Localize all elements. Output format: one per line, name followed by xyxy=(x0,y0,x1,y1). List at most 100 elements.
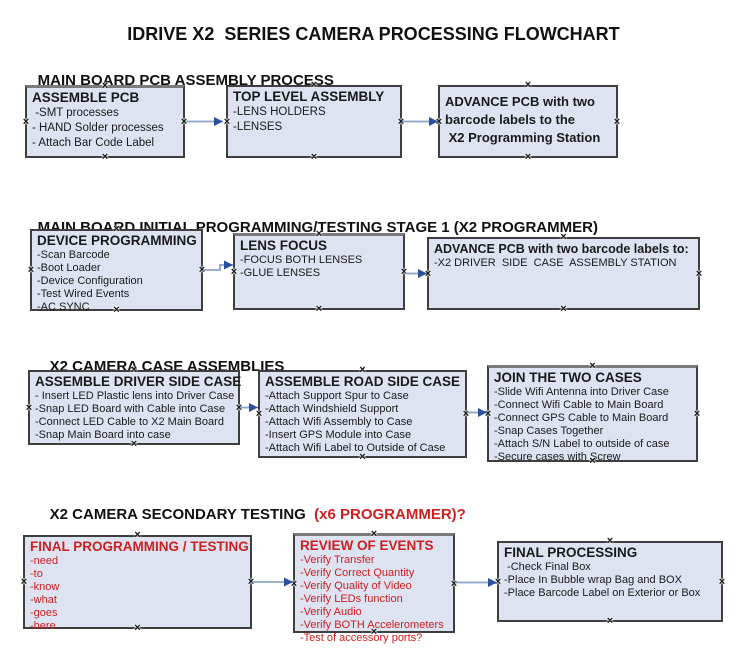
box-item: -need xyxy=(30,555,59,567)
box-review-of-events: REVIEW OF EVENTS -Verify Transfer-Verify… xyxy=(291,529,457,645)
connection-handle-icon: × xyxy=(435,115,443,128)
box-items: -X2 DRIVER SIDE CASE ASSEMBLY STATION xyxy=(434,257,694,270)
box-item: -Snap LED Board with Cable into Case xyxy=(35,403,226,415)
connection-handle-icon: × xyxy=(101,151,109,163)
box-title: REVIEW OF EVENTS xyxy=(300,538,434,553)
connection-handle-icon: × xyxy=(25,401,33,414)
box-title: DEVICE PROGRAMMING xyxy=(37,233,197,248)
box-title: ADVANCE PCB with two barcode labels to: xyxy=(434,242,689,256)
box-item: -Verify Quality of Video xyxy=(300,580,412,592)
connection-handle-icon: × xyxy=(424,267,432,280)
box-item: -Verify BOTH Accelerometers xyxy=(300,619,444,631)
connection-handle-icon: × xyxy=(397,115,405,128)
box-item: -Verify LEDs function xyxy=(300,593,403,605)
section-header-text: MAIN BOARD PCB ASSEMBLY PROCESS xyxy=(37,72,334,89)
box-item: -Attach Support Spur to Case xyxy=(265,390,409,402)
section-header-red-text: (x6 PROGRAMMER)? xyxy=(314,506,466,523)
box-item: -here xyxy=(30,620,56,632)
connection-handle-icon: × xyxy=(524,79,532,91)
box-item: -Place In Bubble wrap Bag and BOX xyxy=(504,574,682,586)
box-items: -Scan Barcode-Boot Loader-Device Configu… xyxy=(37,249,197,314)
box-item: -FOCUS BOTH LENSES xyxy=(240,254,363,266)
connection-handle-icon: × xyxy=(606,615,614,627)
connection-handle-icon: × xyxy=(524,151,532,163)
box-items: -SMT processes- HAND Solder processes- A… xyxy=(32,106,179,151)
box-item: -Test of accessory ports? xyxy=(300,632,423,644)
box-item: -to xyxy=(30,568,43,580)
page-title: IDRIVE X2 SERIES CAMERA PROCESSING FLOWC… xyxy=(127,24,620,44)
box-title: ASSEMBLE ROAD SIDE CASE xyxy=(265,374,461,389)
box-assemble-driver-side-case: ASSEMBLE DRIVER SIDE CASE - Insert LED P… xyxy=(26,365,242,450)
box-assemble-road-side-case: ASSEMBLE ROAD SIDE CASE -Attach Support … xyxy=(256,365,469,463)
connection-handle-icon: × xyxy=(494,575,502,588)
box-item: -Secure cases with Screw xyxy=(494,451,621,463)
box-item: -Attach Wifi Label to Outside of Case xyxy=(265,442,446,454)
connection-handle-icon: × xyxy=(484,408,492,420)
box-item: - Insert LED Plastic lens into Driver Ca… xyxy=(35,390,235,402)
connection-handle-icon: × xyxy=(235,401,243,414)
connection-handle-icon: × xyxy=(310,151,318,163)
box-items: ADVANCE PCB with two barcode labels to th… xyxy=(445,93,612,147)
box-item: -Check Final Box xyxy=(504,561,591,573)
section-header-pcb-assembly: MAIN BOARD PCB ASSEMBLY PROCESS xyxy=(21,55,334,106)
connection-handle-icon: × xyxy=(315,303,323,315)
connection-handle-icon: × xyxy=(462,408,470,420)
box-item: -LENSES xyxy=(233,121,283,133)
section-header-secondary-testing: X2 CAMERA SECONDARY TESTING (x6 PROGRAMM… xyxy=(33,489,466,540)
box-title: ASSEMBLE DRIVER SIDE CASE xyxy=(35,374,242,389)
box-items: -FOCUS BOTH LENSES-GLUE LENSES xyxy=(240,254,399,280)
box-title: JOIN THE TWO CASES xyxy=(494,370,642,385)
box-final-processing: FINAL PROCESSING -Check Final Box-Place … xyxy=(495,536,725,627)
box-item: -Verify Correct Quantity xyxy=(300,567,415,579)
box-assemble-pcb: ASSEMBLE PCB -SMT processes- HAND Solder… xyxy=(23,81,187,163)
box-item: -Attach Windshield Support xyxy=(265,403,399,415)
box-item: ADVANCE PCB with two xyxy=(445,94,595,109)
box-item: -Attach S/N Label to outside of case xyxy=(494,438,670,450)
box-item: -Snap Cases Together xyxy=(494,425,604,437)
box-item: -X2 DRIVER SIDE CASE ASSEMBLY STATION xyxy=(434,257,677,269)
box-lens-focus: LENS FOCUS -FOCUS BOTH LENSES-GLUE LENSE… xyxy=(231,229,407,315)
connection-handle-icon: × xyxy=(450,577,458,590)
connection-handle-icon: × xyxy=(290,577,298,590)
connection-handle-icon: × xyxy=(695,267,703,280)
box-items: -Check Final Box-Place In Bubble wrap Ba… xyxy=(504,561,717,600)
box-item: -Snap Main Board into case xyxy=(35,429,171,441)
box-item: -Test Wired Events xyxy=(37,288,130,300)
box-title: LENS FOCUS xyxy=(240,238,328,253)
box-title: ASSEMBLE PCB xyxy=(32,90,140,105)
box-items: -Verify Transfer-Verify Correct Quantity… xyxy=(300,554,449,645)
connection-handle-icon: × xyxy=(230,266,238,278)
connection-handle-icon: × xyxy=(693,408,701,420)
box-items: -Slide Wifi Antenna into Driver Case -Con… xyxy=(494,386,692,464)
box-item: -Verify Audio xyxy=(300,606,362,618)
connection-handle-icon: × xyxy=(613,115,621,128)
box-item: -Place Barcode Label on Exterior or Box xyxy=(504,587,701,599)
box-device-programming: DEVICE PROGRAMMING -Scan Barcode-Boot Lo… xyxy=(28,224,205,316)
box-top-level-assembly: TOP LEVEL ASSEMBLY -LENS HOLDERS-LENSES … xyxy=(224,80,404,163)
box-item: barcode labels to the xyxy=(445,112,576,127)
box-title: FINAL PROCESSING xyxy=(504,545,638,560)
box-items: -LENS HOLDERS-LENSES xyxy=(233,105,396,135)
connection-handle-icon: × xyxy=(255,408,263,420)
box-item: -Device Configuration xyxy=(37,275,143,287)
connection-handle-icon: × xyxy=(223,115,231,128)
box-item: -SMT processes xyxy=(32,107,119,119)
box-item: -Attach Wifi Assembly to Case xyxy=(265,416,413,428)
connection-handle-icon: × xyxy=(718,575,726,588)
connection-handle-icon: × xyxy=(27,264,35,276)
box-item: -Scan Barcode xyxy=(37,249,110,261)
box-final-programming-testing: FINAL PROGRAMMING / TESTING -need-to-kno… xyxy=(21,530,254,634)
box-item: -Connect LED Cable to X2 Main Board xyxy=(35,416,224,428)
box-advance-pcb-to-programming-station: ADVANCE PCB with two barcode labels to th… xyxy=(436,80,620,163)
box-item: -Connect GPS Cable to Main Board xyxy=(494,412,669,424)
box-item: -GLUE LENSES xyxy=(240,267,321,279)
connection-handle-icon: × xyxy=(20,576,28,588)
box-item: -Slide Wifi Antenna into Driver Case xyxy=(494,386,669,398)
box-items: -Attach Support Spur to Case-Attach Wind… xyxy=(265,390,461,455)
connection-handle-icon: × xyxy=(400,266,408,278)
connection-handle-icon: × xyxy=(180,116,188,128)
connection-handle-icon: × xyxy=(22,116,30,128)
box-item: -Insert GPS Module into Case xyxy=(265,429,412,441)
box-advance-pcb-to-driver-side-station: ADVANCE PCB with two barcode labels to: … xyxy=(425,232,702,315)
